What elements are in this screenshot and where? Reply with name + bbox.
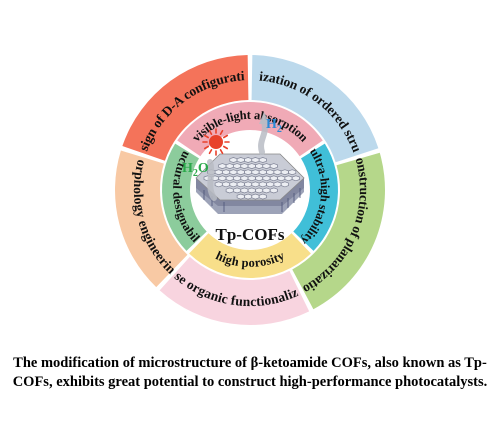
figure-caption: The modification of microstructure of β-…	[12, 355, 488, 390]
gas-flow-arrows	[207, 119, 268, 201]
h2-label: H2	[266, 117, 282, 135]
outer-segment-planarization	[292, 152, 385, 310]
inner-segment-porosity	[189, 233, 311, 278]
tp-cofs-diagram: design of D-A configuration optimization…	[0, 0, 385, 325]
outer-segment-ordered-structure	[251, 55, 379, 163]
h2-arrow-head-icon	[259, 112, 270, 124]
inner-segment-stability	[293, 143, 339, 251]
inner-segment-designability	[162, 143, 207, 251]
outer-segment-morphology-engineering	[115, 150, 188, 288]
cof-structure-icon	[195, 153, 305, 214]
outer-segment-organic-functionalization	[159, 256, 310, 325]
outer-segment-d-a-configuration	[122, 55, 249, 161]
inner-segment-visible-light	[177, 102, 323, 157]
h2o-label: H2O	[182, 161, 209, 179]
inner-label-porosity: high porosity	[214, 248, 288, 270]
sun-icon	[202, 128, 230, 156]
center-title: Tp-COFs	[216, 225, 285, 244]
inner-ring	[162, 102, 339, 278]
outer-ring	[115, 55, 385, 325]
